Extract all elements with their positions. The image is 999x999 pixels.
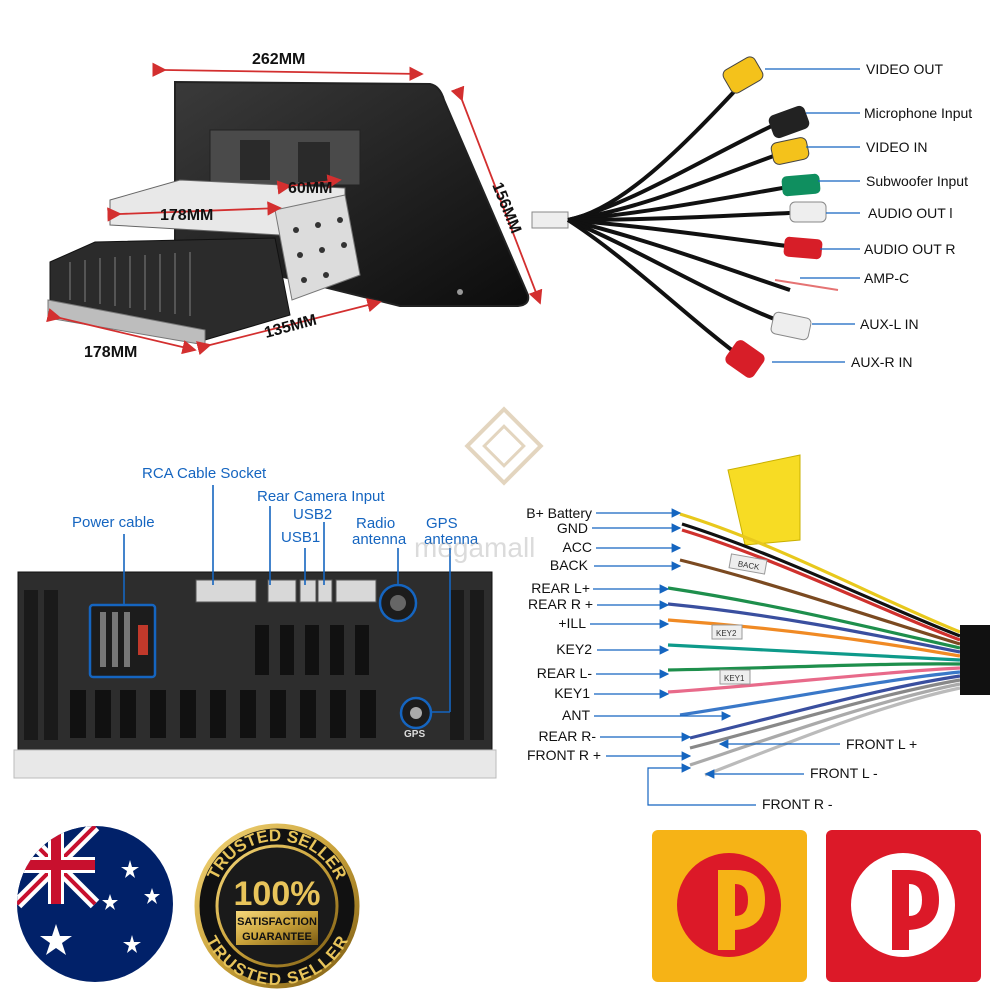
harness-label: BACK <box>550 557 589 573</box>
rca-label: VIDEO IN <box>866 139 927 155</box>
rca-cable-bundle <box>531 56 839 378</box>
harness-connector <box>960 625 990 695</box>
rear-panel-illustration: GPS <box>13 571 497 779</box>
harness-label: FRONT L + <box>846 736 917 752</box>
harness-label: REAR R- <box>538 728 596 744</box>
power-socket <box>88 603 157 679</box>
rear-camera-label: Rear Camera Input <box>257 488 385 505</box>
radio-antenna-label-1: Radio <box>356 515 395 532</box>
harness-tag: KEY1 <box>724 674 745 683</box>
harness-right-lines <box>647 739 840 806</box>
harness-label: REAR L- <box>537 665 593 681</box>
dim-bracket-height: 60MM <box>288 180 332 197</box>
gps-port-mark: GPS <box>404 729 425 740</box>
rca-label: AUX-R IN <box>851 354 912 370</box>
auspost-logo-red <box>826 830 981 982</box>
australia-flag-badge <box>17 826 173 982</box>
harness-label: REAR R + <box>528 596 593 612</box>
harness-label: REAR L+ <box>531 580 590 596</box>
rear-panel-labels: RCA Cable Socket Rear Camera Input USB2 … <box>72 465 479 548</box>
harness-label: +ILL <box>558 615 586 631</box>
harness-left-lines <box>590 508 732 761</box>
harness-label-tag <box>727 454 801 546</box>
rca-label: AUDIO OUT R <box>864 241 956 257</box>
rca-connector-plug <box>531 211 569 229</box>
power-cable-label: Power cable <box>72 514 155 531</box>
camera-socket <box>267 579 297 603</box>
harness-tag: BACK <box>737 559 761 572</box>
rca-label: Microphone Input <box>864 105 972 121</box>
rca-label: AUX-L IN <box>860 316 919 332</box>
dimension-lines <box>46 62 543 356</box>
harness-label: KEY1 <box>554 685 590 701</box>
auspost-logo-yellow <box>652 830 807 982</box>
rca-label: AUDIO OUT l <box>868 205 953 221</box>
usb1-label: USB1 <box>281 529 320 546</box>
dim-width-top: 262MM <box>252 51 305 68</box>
harness-label: KEY2 <box>556 641 592 657</box>
watermark-logo: megamall <box>414 406 544 563</box>
rca-label: Subwoofer Input <box>866 173 968 189</box>
trusted-seller-seal: TRUSTED SELLER TRUSTED SELLER 100% SATIS… <box>194 823 360 989</box>
harness-label: B+ Battery <box>526 505 592 521</box>
dim-depth-bottom: 178MM <box>84 344 137 361</box>
radio-antenna-label-2: antenna <box>352 531 407 548</box>
rca-socket-label: RCA Cable Socket <box>142 465 267 482</box>
usb2-socket <box>317 579 333 603</box>
harness-label: GND <box>557 520 588 536</box>
rca-label-lines <box>765 68 860 363</box>
harness-label: FRONT L - <box>810 765 878 781</box>
usb1-socket <box>299 579 317 603</box>
harness-left-labels: B+ Battery GND ACC BACK REAR L+ REAR R +… <box>526 505 601 763</box>
rca-label: AMP-C <box>864 270 909 286</box>
rca-label: VIDEO OUT <box>866 61 943 77</box>
harness-right-labels: FRONT L + FRONT L - FRONT R - <box>762 736 917 812</box>
dim-depth-side: 178MM <box>160 207 213 224</box>
seal-percent: 100% <box>234 875 321 913</box>
wiring-harness: BACK KEY2 KEY1 <box>667 454 990 777</box>
seal-satisfaction: SATISFACTION <box>237 916 317 928</box>
seal-guarantee: GUARANTEE <box>242 931 312 943</box>
harness-label: ANT <box>562 707 590 723</box>
rca-socket <box>195 579 257 603</box>
gps-antenna-label-1: GPS <box>426 515 458 532</box>
harness-tag: KEY2 <box>716 629 737 638</box>
watermark-text: megamall <box>414 532 535 563</box>
mount-bracket <box>209 129 361 186</box>
usb2-label: USB2 <box>293 506 332 523</box>
harness-label: FRONT R + <box>527 747 601 763</box>
extra-socket <box>335 579 377 603</box>
harness-label: ACC <box>562 539 592 555</box>
rear-label-lines <box>123 485 451 713</box>
gps-antenna-label-2: antenna <box>424 531 479 548</box>
screen-button <box>457 289 463 295</box>
harness-label: FRONT R - <box>762 796 833 812</box>
rear-panel-base <box>13 749 497 779</box>
rca-labels: VIDEO OUT Microphone Input VIDEO IN Subw… <box>851 61 972 370</box>
